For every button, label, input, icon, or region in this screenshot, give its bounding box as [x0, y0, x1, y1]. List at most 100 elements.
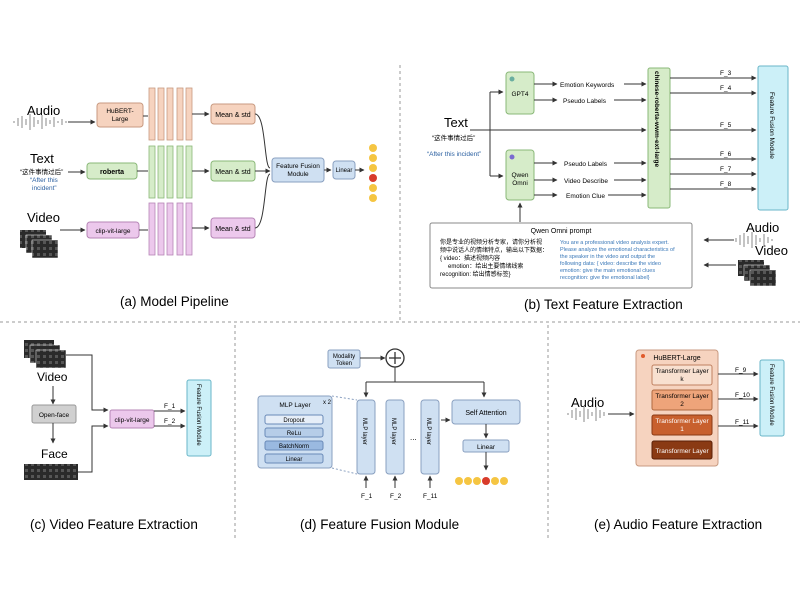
- hubert-line-1: HuBERT-: [106, 108, 133, 115]
- audio-waveform-icon: [13, 114, 67, 130]
- transformer-layer-k: [651, 364, 713, 386]
- emotion-clue: Emotion Clue: [566, 193, 605, 200]
- tl-0-label: Transformer Layer: [655, 448, 709, 455]
- dropout-label: Dropout: [283, 418, 305, 424]
- batchnorm-layer: [264, 440, 324, 451]
- e-audio-waveform-icon: [567, 406, 605, 422]
- linear-layer: [264, 453, 324, 464]
- e-f9: F_9: [735, 367, 747, 374]
- prompt-cn-5: recognition: 给出情感标签}: [440, 270, 511, 278]
- qwen-line-2: Omni: [512, 180, 528, 187]
- a-video-frames-icon: [20, 230, 59, 259]
- c-video-frames-icon: [24, 340, 67, 369]
- a-text-cn: “这件事情过后”: [20, 167, 63, 176]
- roberta-wwm-label: chinese-roberta-wwm-ext-large: [653, 71, 660, 167]
- qwen-line-1: Qwen: [512, 172, 529, 179]
- a-video-label: Video: [27, 210, 60, 225]
- b-ffm-box: [757, 65, 789, 211]
- prompt-cn-1: 你是专业的视频分析专家，请你分析视: [440, 238, 542, 246]
- d-f1: F_1: [361, 493, 373, 500]
- b-text-cn: “这件事情过后”: [432, 133, 475, 142]
- mlp-layer-2-label: MLP layer: [390, 418, 396, 445]
- prompt-en-4: following data: { video: describe the vi…: [560, 261, 661, 267]
- d-emoji-row-icon: [455, 477, 508, 485]
- b-f6: F_6: [720, 151, 732, 158]
- batchnorm-label: BatchNorm: [279, 444, 309, 450]
- mean-std-audio-label: Mean & std: [215, 112, 251, 119]
- b-text-en: “After this incident”: [427, 151, 481, 158]
- mlp-layer-1-label: MLP layer: [361, 418, 367, 445]
- openface-box: [31, 404, 77, 424]
- emotion-keywords: Emotion Keywords: [560, 82, 615, 89]
- tl-k-line-2: k: [680, 376, 684, 383]
- relu-label: ReLu: [287, 431, 301, 437]
- panel-d: Modality Token MLP Layer x 2 Dropout ReL…: [257, 348, 521, 532]
- hubert-large-title: HuBERT-Large: [653, 355, 700, 362]
- b-text-label: Text: [444, 115, 468, 130]
- a-ffm-box: [271, 157, 325, 183]
- a-text-en-2: incident”: [32, 185, 57, 192]
- add-icon: [385, 348, 405, 368]
- e-f10: F_10: [735, 392, 750, 399]
- b-audio-label: Audio: [746, 220, 779, 235]
- c-video-label: Video: [37, 370, 68, 384]
- a-text-en-1: “After this: [30, 177, 59, 184]
- roberta-label: roberta: [100, 169, 124, 176]
- a-ffm-line-1: Feature Fusion: [276, 163, 320, 170]
- b-f7: F_7: [720, 166, 732, 173]
- dropout-layer: [264, 414, 324, 425]
- a-feature-bars-video: [148, 202, 193, 256]
- c-f2: F_2: [164, 418, 176, 425]
- b-f8: F_8: [720, 181, 732, 188]
- b-feature-arrows: [670, 75, 757, 192]
- caption-e: (e) Audio Feature Extraction: [594, 517, 762, 532]
- tl-1-line-1: Transformer Layer: [655, 418, 709, 425]
- prompt-en-3: the speaker in the video and output the: [560, 254, 655, 260]
- panel-e: Audio HuBERT-Large Transformer Layer k T…: [567, 349, 785, 532]
- mlp-layer-3-label: MLP layer: [425, 418, 431, 445]
- c-ffm-box: [186, 379, 212, 457]
- qwen-box: [505, 149, 535, 201]
- d-f2: F_2: [390, 493, 402, 500]
- video-describe: Video Describe: [564, 178, 608, 185]
- qwen-icon: [509, 154, 515, 160]
- mlp-x2: x 2: [323, 400, 332, 406]
- b-ffm-label: Feature Fusion Module: [768, 92, 775, 159]
- a-feature-bars-audio: [148, 87, 193, 141]
- hubert-line-2: Large: [112, 116, 129, 123]
- e-audio-label: Audio: [571, 395, 604, 410]
- c-ffm-label: Feature Fusion Module: [195, 384, 201, 446]
- a-audio-label: Audio: [27, 103, 60, 118]
- panel-a: Audio Text “这件事情过后” “After this incident…: [13, 87, 377, 309]
- caption-a: (a) Model Pipeline: [120, 294, 229, 309]
- a-text-label: Text: [30, 151, 54, 166]
- clip-label-a: clip-vit-large: [95, 228, 130, 235]
- b-f3: F_3: [720, 70, 732, 77]
- modality-line-1: Modality: [333, 354, 355, 360]
- b-video-label: Video: [755, 243, 788, 258]
- d-f11: F_11: [423, 493, 438, 500]
- transformer-layer-2: [651, 389, 713, 411]
- prompt-en-1: You are a professional video analysis ex…: [560, 240, 669, 246]
- mlp-ellipsis: ...: [410, 433, 417, 442]
- self-attention-label: Self Attention: [465, 410, 506, 417]
- modality-line-2: Token: [336, 361, 352, 367]
- gpt4-box: [505, 71, 535, 115]
- b-audio-waveform-icon: [735, 232, 773, 248]
- d-linear-label: Linear: [477, 444, 496, 451]
- b-video-frames-icon: [738, 260, 777, 287]
- b-f4: F_4: [720, 85, 732, 92]
- prompt-box: [429, 222, 693, 289]
- e-ffm-label: Feature Fusion Module: [768, 364, 774, 426]
- c-face-label: Face: [41, 447, 68, 461]
- panel-c: Video Open-face Face clip-vit-large F_1 …: [24, 340, 212, 532]
- tl-2-line-1: Transformer Layer: [655, 393, 709, 400]
- mean-std-video-label: Mean & std: [215, 226, 251, 233]
- a-feature-bars-text: [148, 145, 193, 199]
- c-f1: F_1: [164, 403, 176, 410]
- openai-icon: [509, 76, 515, 82]
- e-f11: F_11: [735, 419, 750, 426]
- transformer-layer-0: [651, 440, 713, 460]
- a-emoji-column-icon: [369, 144, 377, 202]
